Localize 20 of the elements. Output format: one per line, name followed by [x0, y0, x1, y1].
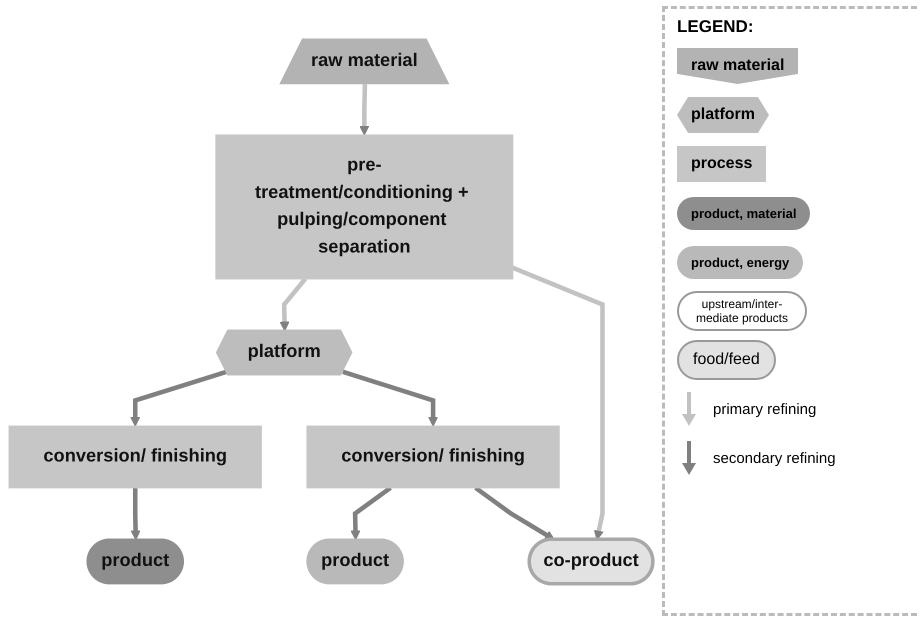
- legend-sample: food/feed: [677, 340, 776, 380]
- legend-sample: process: [677, 146, 766, 182]
- node-box: pre-treatment/conditioning + pulping/component separation: [215, 134, 514, 280]
- legend-text: secondary refining: [713, 450, 836, 466]
- arrow: [130, 369, 228, 426]
- legend-sample: upstream/inter- mediate products: [677, 291, 807, 331]
- legend-sample: product, material: [677, 196, 810, 230]
- legend-sample: product, energy: [677, 246, 804, 278]
- legend-sample: raw material: [677, 48, 798, 84]
- arrow: [474, 486, 555, 540]
- arrow: [359, 84, 370, 136]
- arrow: [342, 369, 438, 426]
- legend-sample: platform: [677, 97, 769, 133]
- arrow: [130, 487, 141, 540]
- legend-text: primary refining: [713, 400, 816, 418]
- node-box: conversion/ finishing: [8, 425, 262, 488]
- arrow: [280, 277, 308, 331]
- legend-title: LEGEND:: [677, 17, 754, 37]
- arrow: [350, 486, 392, 540]
- node-box: conversion/ finishing: [306, 425, 560, 488]
